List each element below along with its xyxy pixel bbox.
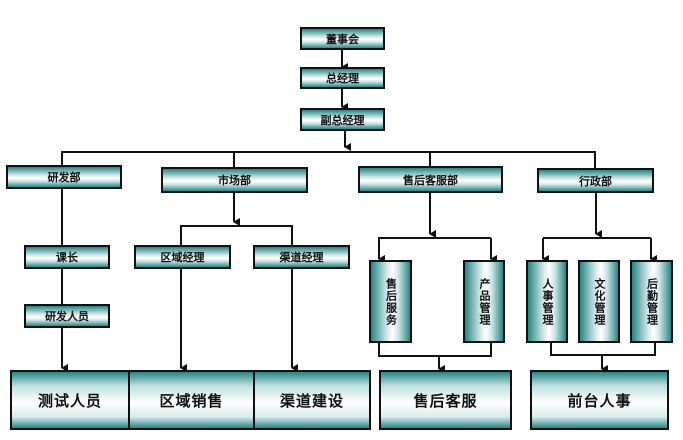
node-front-desk-hr: 前台人事 bbox=[530, 370, 669, 430]
node-aftersales-dept: 售后客服部 bbox=[358, 166, 503, 193]
node-market-dept: 市场部 bbox=[161, 167, 308, 193]
node-aftersales-service: 售后服务 bbox=[369, 260, 412, 343]
node-vice-general-manager: 副总经理 bbox=[300, 108, 385, 131]
node-board: 董事会 bbox=[300, 27, 385, 50]
node-channel-manager: 渠道经理 bbox=[253, 245, 350, 269]
node-culture-management: 文化管理 bbox=[578, 260, 620, 343]
node-customer-service: 售后客服 bbox=[379, 370, 512, 430]
node-admin-dept: 行政部 bbox=[537, 168, 654, 193]
node-testers: 测试人员 bbox=[10, 370, 130, 430]
node-rd-staff: 研发人员 bbox=[24, 304, 110, 328]
node-channel-building: 渠道建设 bbox=[253, 370, 371, 430]
node-product-management: 产品管理 bbox=[463, 260, 505, 343]
node-general-manager: 总经理 bbox=[300, 67, 385, 89]
node-regional-manager: 区域经理 bbox=[134, 245, 231, 269]
node-regional-sales: 区域销售 bbox=[128, 370, 255, 430]
node-hr-management: 人事管理 bbox=[526, 260, 568, 343]
node-rd-dept: 研发部 bbox=[6, 165, 122, 189]
node-logistics-management: 后勤管理 bbox=[630, 260, 673, 343]
node-section-chief: 课长 bbox=[24, 245, 110, 269]
